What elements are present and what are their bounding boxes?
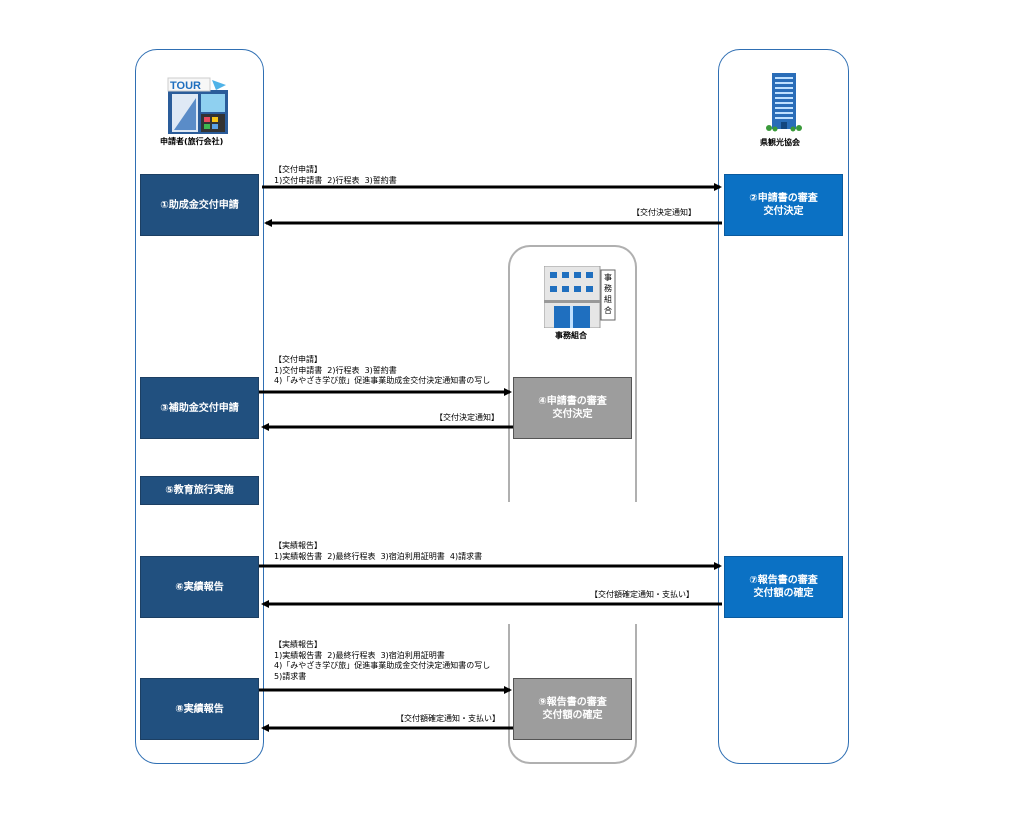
applicant-label: 申請者(旅行会社) — [160, 137, 224, 146]
note-decision-2: 【交付決定通知】 — [435, 413, 499, 422]
step-4-review-decision: ④申請書の審査 交付決定 — [513, 377, 632, 439]
office-label: 事務組合 — [555, 331, 587, 340]
note-payment-1: 【交付額確定通知・支払い】 — [590, 590, 694, 599]
association-label: 県観光協会 — [760, 138, 800, 147]
note-report-1: 【実績報告】 1)実績報告書 2)最終行程表 3)宿泊利用証明書 4)請求書 — [274, 541, 483, 561]
note-application-1: 【交付申請】 1)交付申請書 2)行程表 3)誓約書 — [274, 165, 397, 185]
step-2-review-decision: ②申請書の審査 交付決定 — [724, 174, 843, 236]
office-lane-lower — [508, 624, 637, 764]
office-building-icon: 事務組合 — [544, 266, 616, 328]
office-lane-upper — [508, 245, 637, 502]
applicant-lane — [135, 49, 264, 764]
step-7-review-confirm: ⑦報告書の審査 交付額の確定 — [724, 556, 843, 618]
travel-agency-icon: TOUR — [167, 77, 228, 134]
step-5-trip: ⑤教育旅行実施 — [140, 476, 259, 505]
office-sign: 事務組合 — [604, 272, 612, 315]
note-payment-2: 【交付額確定通知・支払い】 — [396, 714, 500, 723]
note-report-2: 【実績報告】 1)実績報告書 2)最終行程表 3)宿泊利用証明書 4)「みやざき… — [274, 640, 491, 681]
tour-sign: TOUR — [170, 80, 201, 92]
step-9-review-confirm: ⑨報告書の審査 交付額の確定 — [513, 678, 632, 740]
step-6-report: ⑥実績報告 — [140, 556, 259, 618]
association-lane — [718, 49, 849, 764]
note-decision-1: 【交付決定通知】 — [632, 208, 696, 217]
step-1-subsidy-application: ①助成金交付申請 — [140, 174, 259, 236]
step-8-report: ⑧実績報告 — [140, 678, 259, 740]
step-3-grant-application: ③補助金交付申請 — [140, 377, 259, 439]
association-building-icon — [766, 73, 802, 132]
note-application-2: 【交付申請】 1)交付申請書 2)行程表 3)誓約書 4)「みやざき学び旅」促進… — [274, 355, 491, 385]
